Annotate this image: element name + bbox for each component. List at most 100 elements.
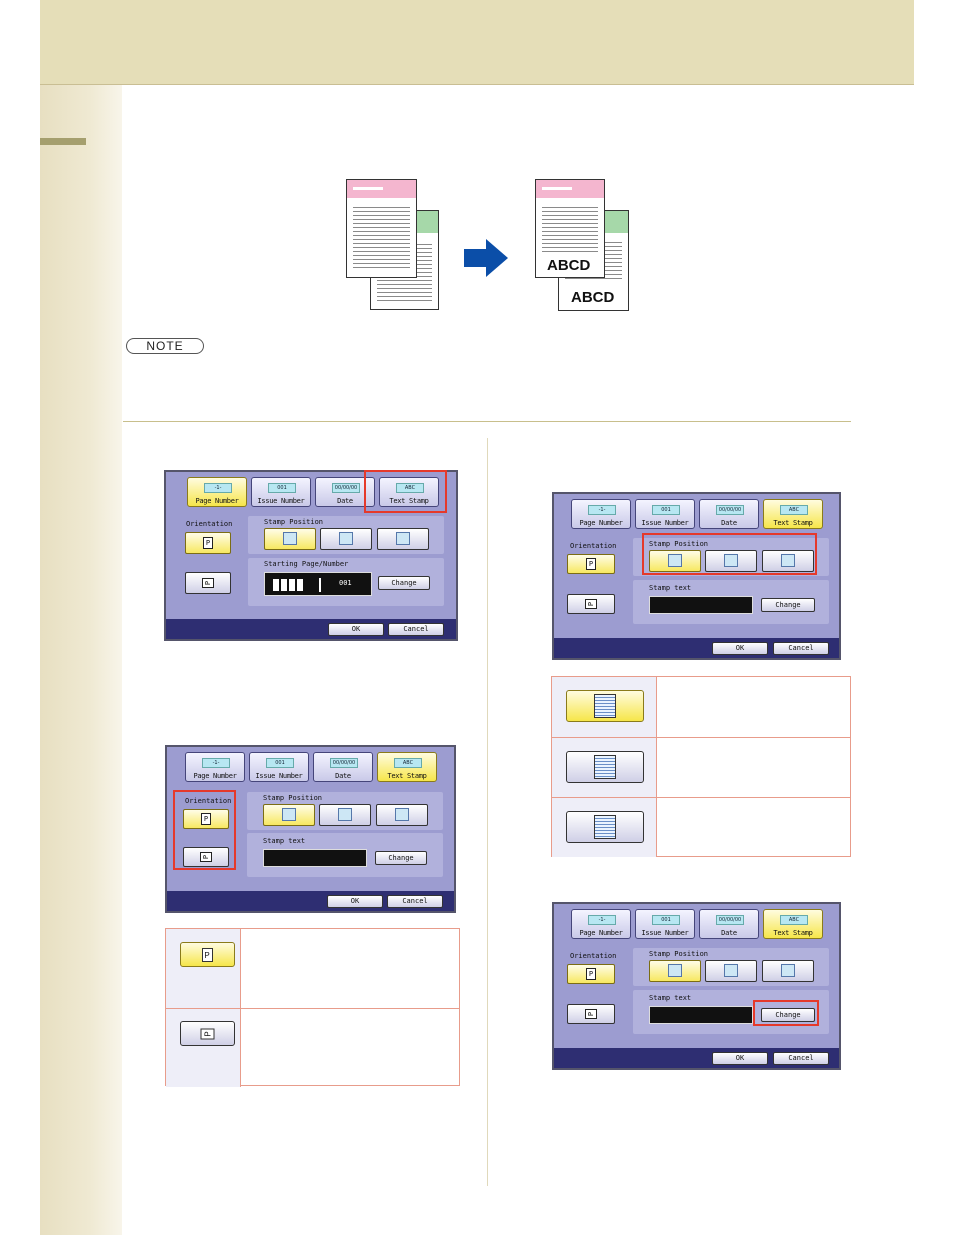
position-bottom-right-icon (339, 532, 353, 545)
starting-page-field[interactable]: 001 (264, 572, 372, 596)
position-bottom-center-icon (668, 554, 682, 567)
illustration-front-page-before (346, 179, 417, 278)
stamp-text-label: Stamp text (649, 584, 692, 592)
landscape-button[interactable]: P (567, 594, 615, 614)
position-bottom-right-button[interactable] (319, 804, 371, 826)
orientation-label: Orientation (570, 542, 617, 550)
position-top-right-button[interactable] (377, 528, 429, 550)
position-bottom-right-button[interactable] (705, 550, 757, 572)
orientation-label: Orientation (186, 520, 233, 528)
panel-footer: OK Cancel (166, 619, 456, 639)
portrait-button[interactable]: P (567, 554, 615, 574)
position-top-right-button[interactable] (376, 804, 428, 826)
change-button[interactable]: Change (761, 1008, 815, 1022)
portrait-button[interactable]: P (183, 809, 229, 829)
landscape-button[interactable]: P (185, 572, 231, 594)
stamp-position-label: Stamp Position (264, 518, 324, 526)
tab-page-number[interactable]: -1-Page Number (571, 499, 631, 529)
tab-page-number[interactable]: -1-Page Number (185, 752, 245, 782)
landscape-button[interactable]: P (567, 1004, 615, 1024)
change-button[interactable]: Change (761, 598, 815, 612)
cancel-button[interactable]: Cancel (387, 895, 443, 908)
tab-page-number[interactable]: -1-Page Number (571, 909, 631, 939)
portrait-button[interactable]: P (185, 532, 231, 554)
ok-button[interactable]: OK (712, 642, 768, 655)
cancel-button[interactable]: Cancel (773, 1052, 829, 1065)
stamp-text-field[interactable] (263, 849, 367, 867)
highlight-stamp-position-group (642, 533, 817, 575)
portrait-icon: P (586, 558, 596, 570)
portrait-icon: P (201, 813, 211, 825)
stamp-text-field[interactable] (649, 1006, 753, 1024)
ok-button[interactable]: OK (712, 1052, 768, 1065)
tab-page-number[interactable]: -1-Page Number (187, 477, 247, 507)
highlight-orientation-group (173, 790, 236, 870)
cancel-button[interactable]: Cancel (388, 623, 444, 636)
landscape-icon: P (585, 599, 597, 609)
position-legend-bottom-right-button (566, 751, 644, 783)
position-bottom-right-button[interactable] (320, 528, 372, 550)
stamp-position-label: Stamp Position (649, 950, 709, 958)
position-bottom-center-button[interactable] (649, 960, 701, 982)
position-top-right-icon (396, 532, 410, 545)
position-top-right-button[interactable] (762, 550, 814, 572)
stamp-position-legend-table (551, 676, 851, 857)
orientation-legend-table: P P (165, 928, 460, 1087)
portrait-icon: P (203, 537, 213, 549)
position-bottom-center-icon (282, 808, 296, 821)
starting-number-value: 001 (339, 579, 352, 587)
orientation-label: Orientation (185, 797, 232, 805)
cancel-button[interactable]: Cancel (773, 642, 829, 655)
position-bottom-right-button[interactable] (705, 960, 757, 982)
position-top-right-button[interactable] (762, 960, 814, 982)
ok-button[interactable]: OK (328, 623, 384, 636)
header-band (40, 0, 914, 85)
position-top-right-icon (781, 554, 795, 567)
illustration-front-page-after: ABCD (535, 179, 605, 278)
position-top-right-icon (395, 808, 409, 821)
position-bottom-center-button[interactable] (264, 528, 316, 550)
change-button[interactable]: Change (378, 576, 430, 590)
starting-page-label: Starting Page/Number (264, 560, 349, 568)
right-arrow-icon (464, 239, 508, 277)
portrait-icon: P (586, 968, 596, 980)
landscape-button[interactable]: P (183, 847, 229, 867)
panel-footer: OK Cancel (554, 638, 839, 658)
note-label: NOTE (126, 338, 204, 354)
change-button[interactable]: Change (375, 851, 427, 865)
orientation-legend-row-portrait: P (166, 929, 459, 1008)
position-bottom-right-icon (724, 964, 738, 977)
portrait-button[interactable]: P (567, 964, 615, 984)
position-legend-row-top-right (552, 797, 850, 857)
landscape-icon: P (200, 1028, 214, 1039)
highlight-change-button (753, 1000, 819, 1026)
section-tab-marker (40, 138, 86, 145)
position-bottom-center-button[interactable] (263, 804, 315, 826)
position-bottom-center-icon (668, 964, 682, 977)
page-sequence-icon (273, 579, 303, 591)
portrait-icon: P (201, 947, 213, 962)
position-legend-bottom-center-button (566, 690, 644, 722)
page-with-top-right-stamp-icon (594, 815, 616, 839)
position-bottom-center-button[interactable] (649, 550, 701, 572)
orientation-label: Orientation (570, 952, 617, 960)
position-legend-row-bottom-center (552, 677, 850, 737)
position-legend-row-bottom-right (552, 737, 850, 797)
ok-button[interactable]: OK (327, 895, 383, 908)
position-top-right-icon (781, 964, 795, 977)
stamp-position-label: Stamp Position (649, 540, 709, 548)
panel-footer: OK Cancel (554, 1048, 839, 1068)
stamp-text-field[interactable] (649, 596, 753, 614)
